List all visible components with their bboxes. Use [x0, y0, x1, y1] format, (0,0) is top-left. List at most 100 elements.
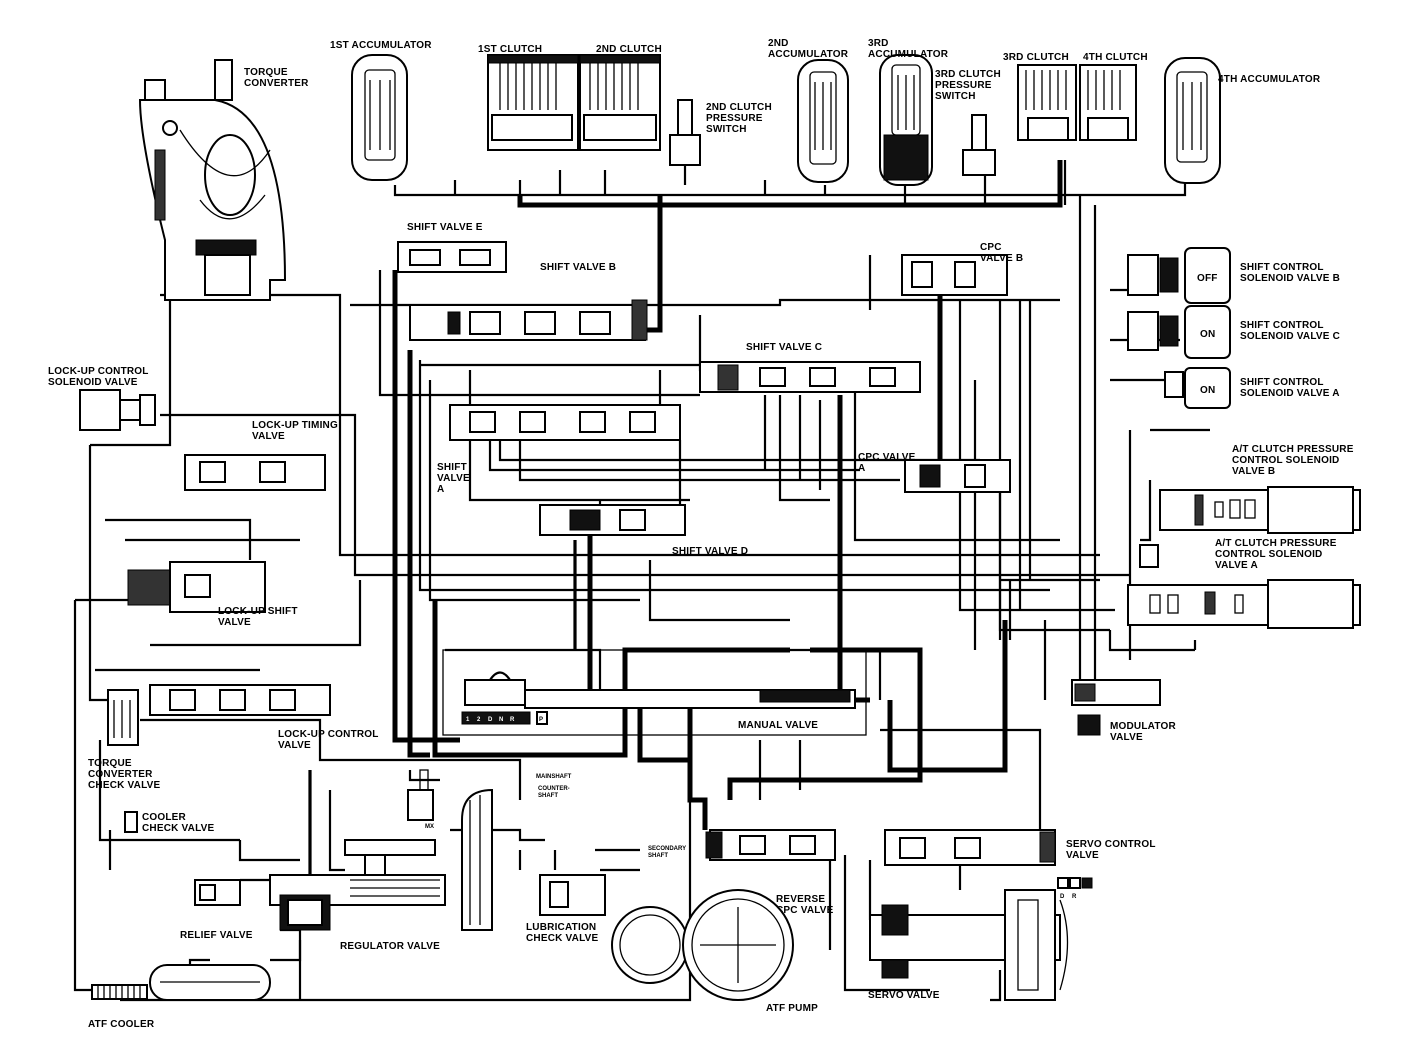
manual-position-r: R [510, 717, 515, 723]
solenoid-b-state: OFF [1197, 273, 1218, 284]
shift-valve-d: SHIFT VALVE D [539, 504, 748, 557]
gear-marker-r: R [1072, 894, 1077, 900]
second-clutch-label: 2ND CLUTCH [596, 44, 662, 55]
fourth-accumulator: 4TH ACCUMULATOR [1164, 57, 1321, 184]
atf-pump: ATF PUMP [611, 889, 818, 1014]
third-clutch: 3RD CLUTCH [1003, 52, 1077, 141]
manual-position-n: N [499, 717, 503, 723]
manual-position-2: 2 [477, 717, 481, 723]
clutches: 1ST CLUTCH 2ND CLUTCH 3RD CLUTCH 4TH CLU… [478, 44, 1148, 151]
manual-valve: MANUAL VALVE [442, 649, 867, 736]
atf-cooler-label: ATF COOLER [88, 1019, 155, 1030]
solenoid-a-state: ON [1200, 385, 1215, 396]
first-clutch: 1ST CLUTCH [478, 44, 579, 151]
fourth-accumulator-label: 4TH ACCUMULATOR [1218, 74, 1321, 85]
shift-valve-e: SHIFT VALVE E [397, 222, 507, 273]
countershaft-label: COUNTER-SHAFT [538, 786, 570, 799]
servo-valve-label: SERVO VALVE [868, 990, 940, 1001]
manual-valve-positions: 1 2 D N R P [461, 711, 548, 725]
manual-valve-label: MANUAL VALVE [738, 720, 818, 731]
fourth-clutch: 4TH CLUTCH [1079, 52, 1148, 141]
regulator-valve-label: REGULATOR VALVE [340, 941, 440, 952]
shift-valve-c: SHIFT VALVE C [699, 342, 921, 393]
fourth-clutch-label: 4TH CLUTCH [1083, 52, 1148, 63]
first-clutch-label: 1ST CLUTCH [478, 44, 542, 55]
shift-valve-b-label: SHIFT VALVE B [540, 262, 616, 273]
manual-position-p: P [539, 717, 543, 723]
shift-valve-b: SHIFT VALVE B [409, 262, 648, 341]
solenoid-c-state: ON [1200, 329, 1215, 340]
manual-position-d: D [488, 717, 493, 723]
regulator-valve: REGULATOR VALVE [269, 839, 446, 952]
atf-pump-label: ATF PUMP [766, 1003, 818, 1014]
first-accumulator-label: 1ST ACCUMULATOR [330, 40, 432, 51]
hydraulic-lines [73, 160, 1210, 1002]
third-clutch-label: 3RD CLUTCH [1003, 52, 1069, 63]
atf-cooler: ATF COOLER [88, 964, 271, 1030]
mainshaft-label: MAINSHAFT [536, 774, 572, 780]
first-accumulator: 1ST ACCUMULATOR [330, 40, 432, 181]
gear-marker-d: D [1060, 894, 1065, 900]
shift-valve-e-label: SHIFT VALVE E [407, 222, 483, 233]
gear-markers: D R [1057, 877, 1093, 900]
svg-text:MX: MX [425, 824, 434, 830]
shift-valve-c-label: SHIFT VALVE C [746, 342, 822, 353]
manual-position-1: 1 [466, 717, 470, 723]
shift-valve-d-label: SHIFT VALVE D [672, 546, 748, 557]
relief-valve: RELIEF VALVE [180, 879, 253, 941]
second-clutch: 2ND CLUTCH [579, 44, 662, 151]
relief-valve-label: RELIEF VALVE [180, 930, 253, 941]
servo-valve: SERVO VALVE [868, 889, 1069, 1001]
